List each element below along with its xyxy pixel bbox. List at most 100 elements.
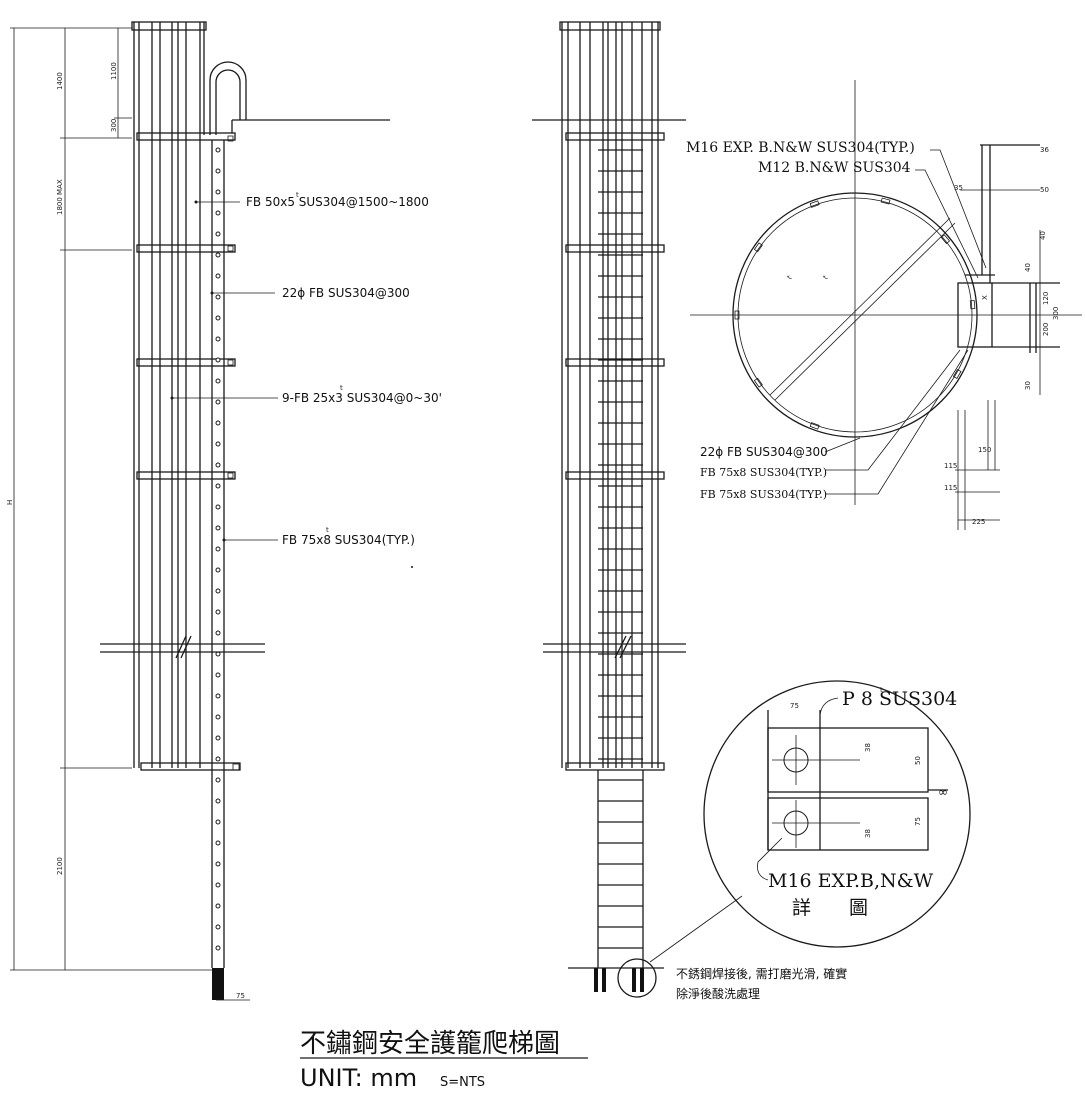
callout-fb50-superscript: t bbox=[296, 191, 299, 199]
callout-fb25: 9-FB 25x3 SUS304@0~30' bbox=[282, 391, 442, 405]
plan-dim-225: 225 bbox=[972, 518, 985, 526]
front-cage-bars bbox=[561, 22, 659, 768]
rung-hole bbox=[215, 714, 221, 720]
detail-dim-50: 50 bbox=[914, 756, 922, 765]
plan-cage-bar bbox=[809, 200, 820, 208]
hoop-bolt bbox=[227, 472, 234, 479]
plan-dim-50: 50 bbox=[1040, 186, 1049, 194]
rung-hole bbox=[215, 630, 221, 636]
unit-label: UNIT: mm bbox=[300, 1064, 417, 1092]
plan-dim-35: 35 bbox=[954, 184, 963, 192]
side-elevation: FB 50x5 SUS304@1500~1800 t 22ϕ FB SUS304… bbox=[6, 21, 442, 1001]
plan-cage-bar bbox=[952, 368, 962, 380]
leader-dot bbox=[170, 396, 174, 400]
plan-cage-bar bbox=[969, 300, 976, 310]
dim-2100: 2100 bbox=[56, 857, 64, 875]
plan-cage-bar bbox=[753, 242, 763, 253]
note-line-2: 除淨後酸洗處理 bbox=[676, 986, 760, 1001]
grab-handle bbox=[209, 61, 247, 135]
hoop-bolt bbox=[227, 359, 234, 366]
plan-dim-300: 300 bbox=[1052, 307, 1060, 320]
callout-fb75: FB 75x8 SUS304(TYP.) bbox=[282, 533, 415, 547]
plan-dim-36: 36 bbox=[1040, 146, 1049, 154]
rung-hole bbox=[215, 273, 221, 279]
front-hoop bbox=[565, 471, 665, 480]
plan-dim-40-mid: 40 bbox=[1024, 263, 1032, 272]
rung-hole bbox=[215, 924, 221, 930]
plan-callout-fb75-a: FB 75x8 SUS304(TYP.) bbox=[700, 466, 827, 479]
rung-hole bbox=[215, 840, 221, 846]
plan-cage-bar bbox=[940, 234, 951, 245]
plan-thickness-2: t bbox=[822, 274, 830, 282]
plan-cage-bar bbox=[880, 197, 891, 205]
rung-hole bbox=[215, 567, 221, 573]
scale-label: S=NTS bbox=[440, 1075, 485, 1090]
anchor-bolt-mark: X bbox=[981, 295, 989, 300]
rung-hole bbox=[215, 294, 221, 300]
detail-bolt-label: M16 EXP.B,N&W bbox=[768, 870, 934, 892]
dim-1400: 1400 bbox=[56, 72, 64, 90]
dim-75: 75 bbox=[236, 992, 245, 1000]
plan-dim-150: 150 bbox=[978, 446, 991, 454]
rung-holes bbox=[215, 135, 240, 951]
wall-bracket bbox=[957, 144, 1060, 353]
plan-cage-bar bbox=[753, 377, 763, 388]
plan-dim-115-b: 115 bbox=[944, 484, 957, 492]
dim-1800max: 1800 MAX bbox=[56, 179, 64, 215]
plan-dimension-lines bbox=[955, 189, 1041, 530]
rung-hole bbox=[215, 315, 221, 321]
callout-m16-exp: M16 EXP. B.N&W SUS304(TYP.) bbox=[686, 140, 915, 156]
rung-hole bbox=[215, 462, 221, 468]
detail-infinity: ∞ bbox=[938, 785, 948, 799]
callout-m12: M12 B.N&W SUS304 bbox=[758, 160, 911, 176]
rung-hole bbox=[215, 420, 221, 426]
plan-view: t t X 36 50 35 bbox=[686, 80, 1082, 530]
foot-left-b bbox=[602, 968, 606, 992]
front-hoop bbox=[565, 762, 665, 771]
break-line bbox=[100, 635, 265, 659]
note-line-1: 不銹鋼焊接後, 需打磨光滑, 確實 bbox=[676, 966, 847, 981]
rung-hole bbox=[215, 672, 221, 678]
front-elevation bbox=[532, 21, 743, 998]
detail-marker-circle bbox=[617, 958, 657, 998]
front-hoop bbox=[565, 132, 665, 141]
foot-right-a bbox=[632, 968, 636, 992]
detail-dim-75-lower: 75 bbox=[914, 817, 922, 826]
cage-hoop-outer bbox=[732, 192, 978, 438]
rung-hole bbox=[215, 441, 221, 447]
rung-hole bbox=[215, 588, 221, 594]
front-hoop bbox=[565, 358, 665, 367]
rung-hole bbox=[215, 399, 221, 405]
ladder-foot bbox=[212, 968, 224, 1000]
bolt-detail: P 8 SUS304 t M16 EXP.B,N&W 詳 圖 75 38 50 … bbox=[703, 680, 971, 948]
cage-hoops bbox=[136, 132, 241, 771]
plan-dim-115-a: 115 bbox=[944, 462, 957, 470]
elevation-dimension-lines bbox=[10, 27, 220, 971]
rung-hole bbox=[215, 903, 221, 909]
hoop-bolt bbox=[227, 245, 234, 252]
cage-hoop-inner bbox=[737, 197, 973, 433]
plan-callout-fb75-b: FB 75x8 SUS304(TYP.) bbox=[700, 488, 827, 501]
detail-leader bbox=[649, 895, 743, 963]
rung-hole bbox=[215, 357, 221, 363]
plan-dim-200: 200 bbox=[1042, 323, 1050, 336]
dim-1100: 1100 bbox=[110, 62, 118, 80]
callout-fb75-superscript: t bbox=[326, 526, 329, 534]
cage-top-cap bbox=[131, 21, 207, 31]
front-hoop bbox=[565, 244, 665, 253]
rung-hole bbox=[215, 252, 221, 258]
leader-dot bbox=[210, 291, 214, 295]
dim-h: H bbox=[6, 500, 14, 505]
rung-hole bbox=[215, 609, 221, 615]
dim-300: 300 bbox=[110, 119, 118, 132]
plan-diagonal-a bbox=[769, 217, 951, 396]
rung-hole bbox=[215, 336, 221, 342]
detail-caption: 詳 圖 bbox=[792, 897, 868, 919]
front-top-cap bbox=[559, 21, 661, 31]
detail-plate-superscript: t bbox=[880, 686, 883, 694]
callout-fb25-superscript: t bbox=[340, 384, 343, 392]
rung-hole bbox=[215, 882, 221, 888]
detail-plates bbox=[767, 710, 948, 851]
plan-cage-bar bbox=[734, 310, 740, 320]
detail-plate-label: P 8 SUS304 bbox=[842, 688, 957, 710]
